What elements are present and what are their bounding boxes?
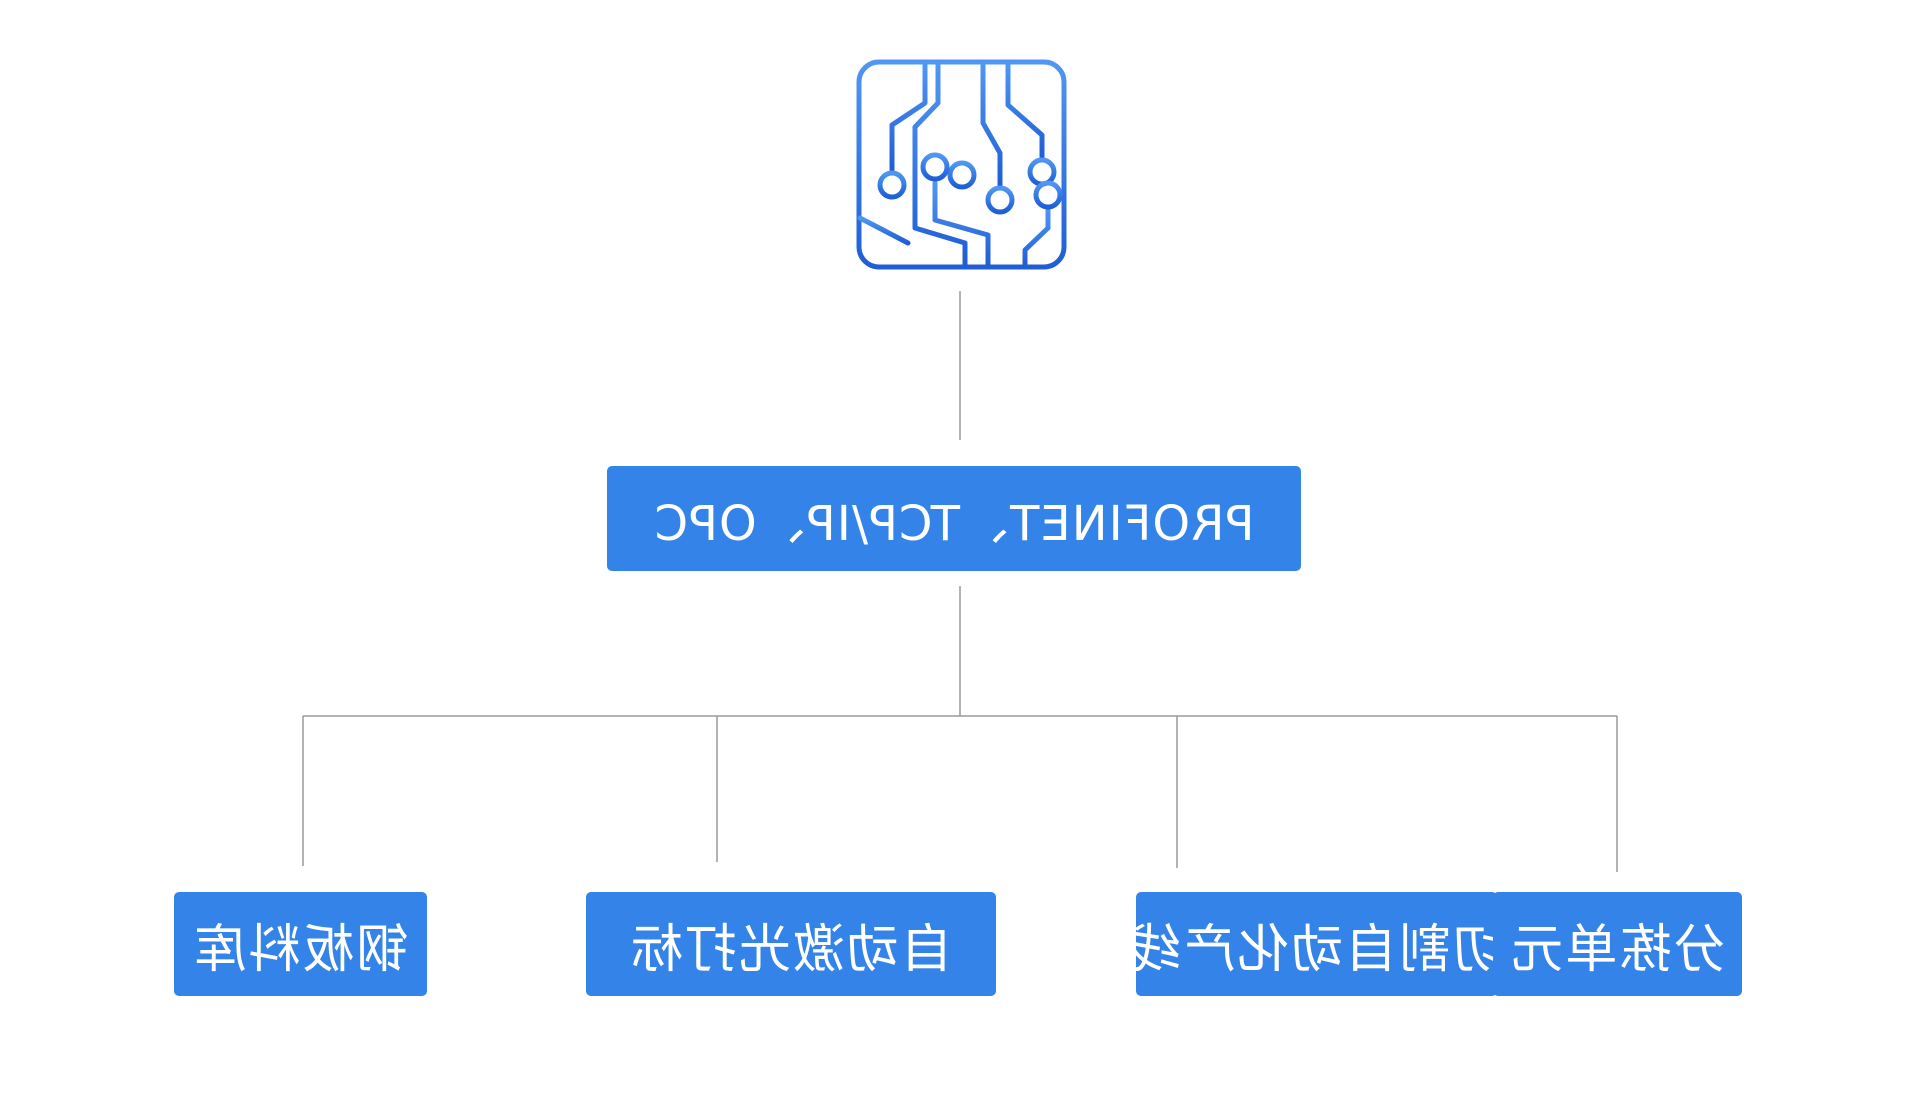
node-label: 钢板料库 (192, 919, 409, 980)
node-auto-laser-marking: 自动激光打标 (586, 892, 996, 996)
node-label: 分拣单元 (1509, 919, 1726, 980)
circuit-board-icon (850, 55, 1070, 275)
node-sorting-unit: 分拣单元 (1493, 892, 1742, 996)
protocol-box: PROFINET、TCP/IP、OPC (607, 466, 1301, 571)
protocol-label: PROFINET、TCP/IP、OPC (653, 495, 1255, 552)
node-cutting-automation-line: 切割自动化产线 (1127, 892, 1506, 996)
node-label: 切割自动化产线 (1127, 919, 1506, 980)
node-label: 自动激光打标 (629, 919, 954, 980)
node-steel-plate-warehouse: 钢板料库 (174, 892, 427, 996)
